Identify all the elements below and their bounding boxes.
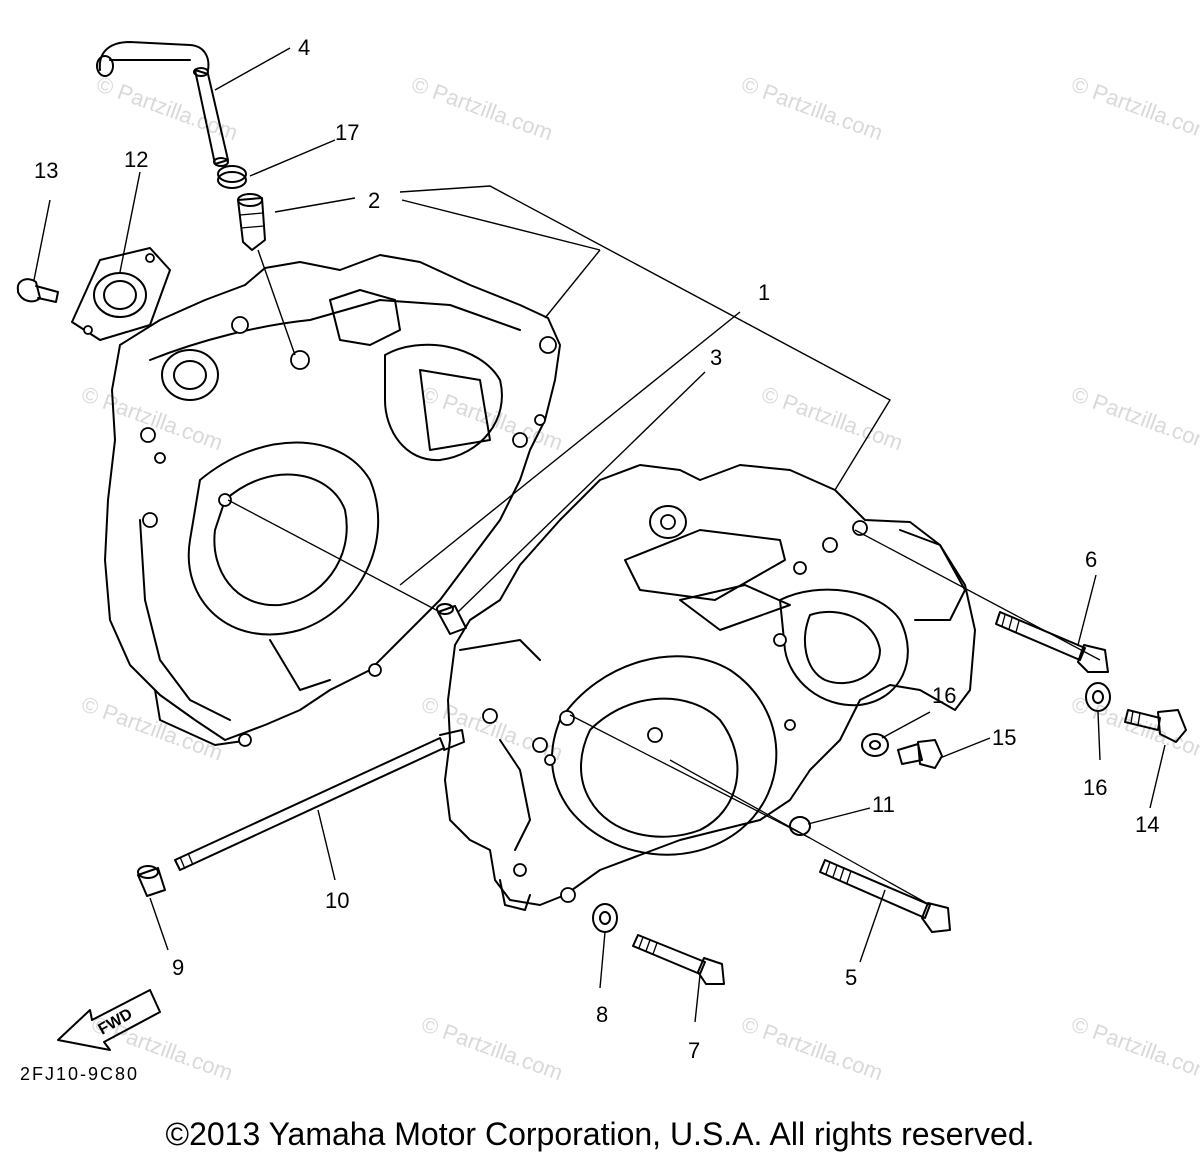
washer-part-16b	[1085, 682, 1111, 712]
part-label: 10	[325, 888, 349, 913]
part-label: 5	[845, 965, 857, 990]
part-label: 15	[992, 725, 1016, 750]
hose-part-4	[96, 41, 229, 167]
watermark: © Partzilla.com	[408, 71, 556, 145]
watermark: © Partzilla.com	[738, 1011, 886, 1085]
bolt-part-6	[995, 611, 1109, 673]
part-label: 12	[124, 147, 148, 172]
part-label: 16	[1083, 775, 1107, 800]
washer-part-16a	[861, 733, 889, 757]
part-label: 4	[298, 35, 310, 60]
part-label: 16	[932, 683, 956, 708]
part-label: 1	[758, 280, 770, 305]
watermark: © Partzilla.com	[1068, 71, 1200, 145]
part-label: 11	[872, 792, 895, 817]
left-crankcase	[104, 254, 561, 747]
bolt-part-15	[897, 739, 943, 769]
watermark: © Partzilla.com	[418, 1011, 566, 1085]
watermark: © Partzilla.com	[758, 381, 906, 455]
bolt-part-5	[819, 859, 951, 933]
part-label: 13	[34, 158, 58, 183]
part-label: 7	[688, 1038, 700, 1063]
washer-part-8	[592, 903, 618, 933]
watermark: © Partzilla.com	[738, 71, 886, 145]
stud-part-10	[174, 729, 465, 871]
dowel-part-9	[137, 865, 166, 897]
reference-code: 2FJ10-9C80	[20, 1064, 139, 1084]
part-labels: 4 17 2 13 12 1 3 6 16 15 16 14 11 10 9 5…	[34, 35, 1159, 1063]
watermark: © Partzilla.com	[1068, 381, 1200, 455]
alignment-lines	[227, 499, 1101, 906]
watermark: © Partzilla.com	[1068, 691, 1200, 765]
part-label: 9	[172, 955, 184, 980]
dowel-part-3	[436, 603, 467, 635]
watermark: © Partzilla.com	[418, 691, 566, 765]
clamp-part-17	[217, 165, 247, 189]
watermark: © Partzilla.com	[1068, 1011, 1200, 1085]
part-label: 14	[1135, 812, 1159, 837]
watermark: © Partzilla.com	[78, 381, 226, 455]
gasket-part-12	[71, 247, 171, 341]
watermark: © Partzilla.com	[93, 71, 241, 145]
leader-lines	[33, 47, 1166, 1023]
screw-part-13	[16, 278, 59, 303]
o-ring-part-11	[789, 816, 811, 836]
part-label: 3	[710, 345, 722, 370]
right-crankcase	[444, 464, 976, 911]
watermark: © Partzilla.com	[78, 691, 226, 765]
bolt-part-7	[632, 934, 725, 985]
part-label: 17	[335, 120, 359, 145]
bolt-part-14	[1124, 709, 1187, 743]
watermark-layer: © Partzilla.com © Partzilla.com © Partzi…	[78, 71, 1200, 1085]
part-label: 6	[1085, 547, 1097, 572]
part-label: 2	[368, 188, 380, 213]
copyright-notice: ©2013 Yamaha Motor Corporation, U.S.A. A…	[165, 1116, 1035, 1152]
fitting-part-2	[237, 193, 296, 356]
part-label: 8	[596, 1002, 608, 1027]
